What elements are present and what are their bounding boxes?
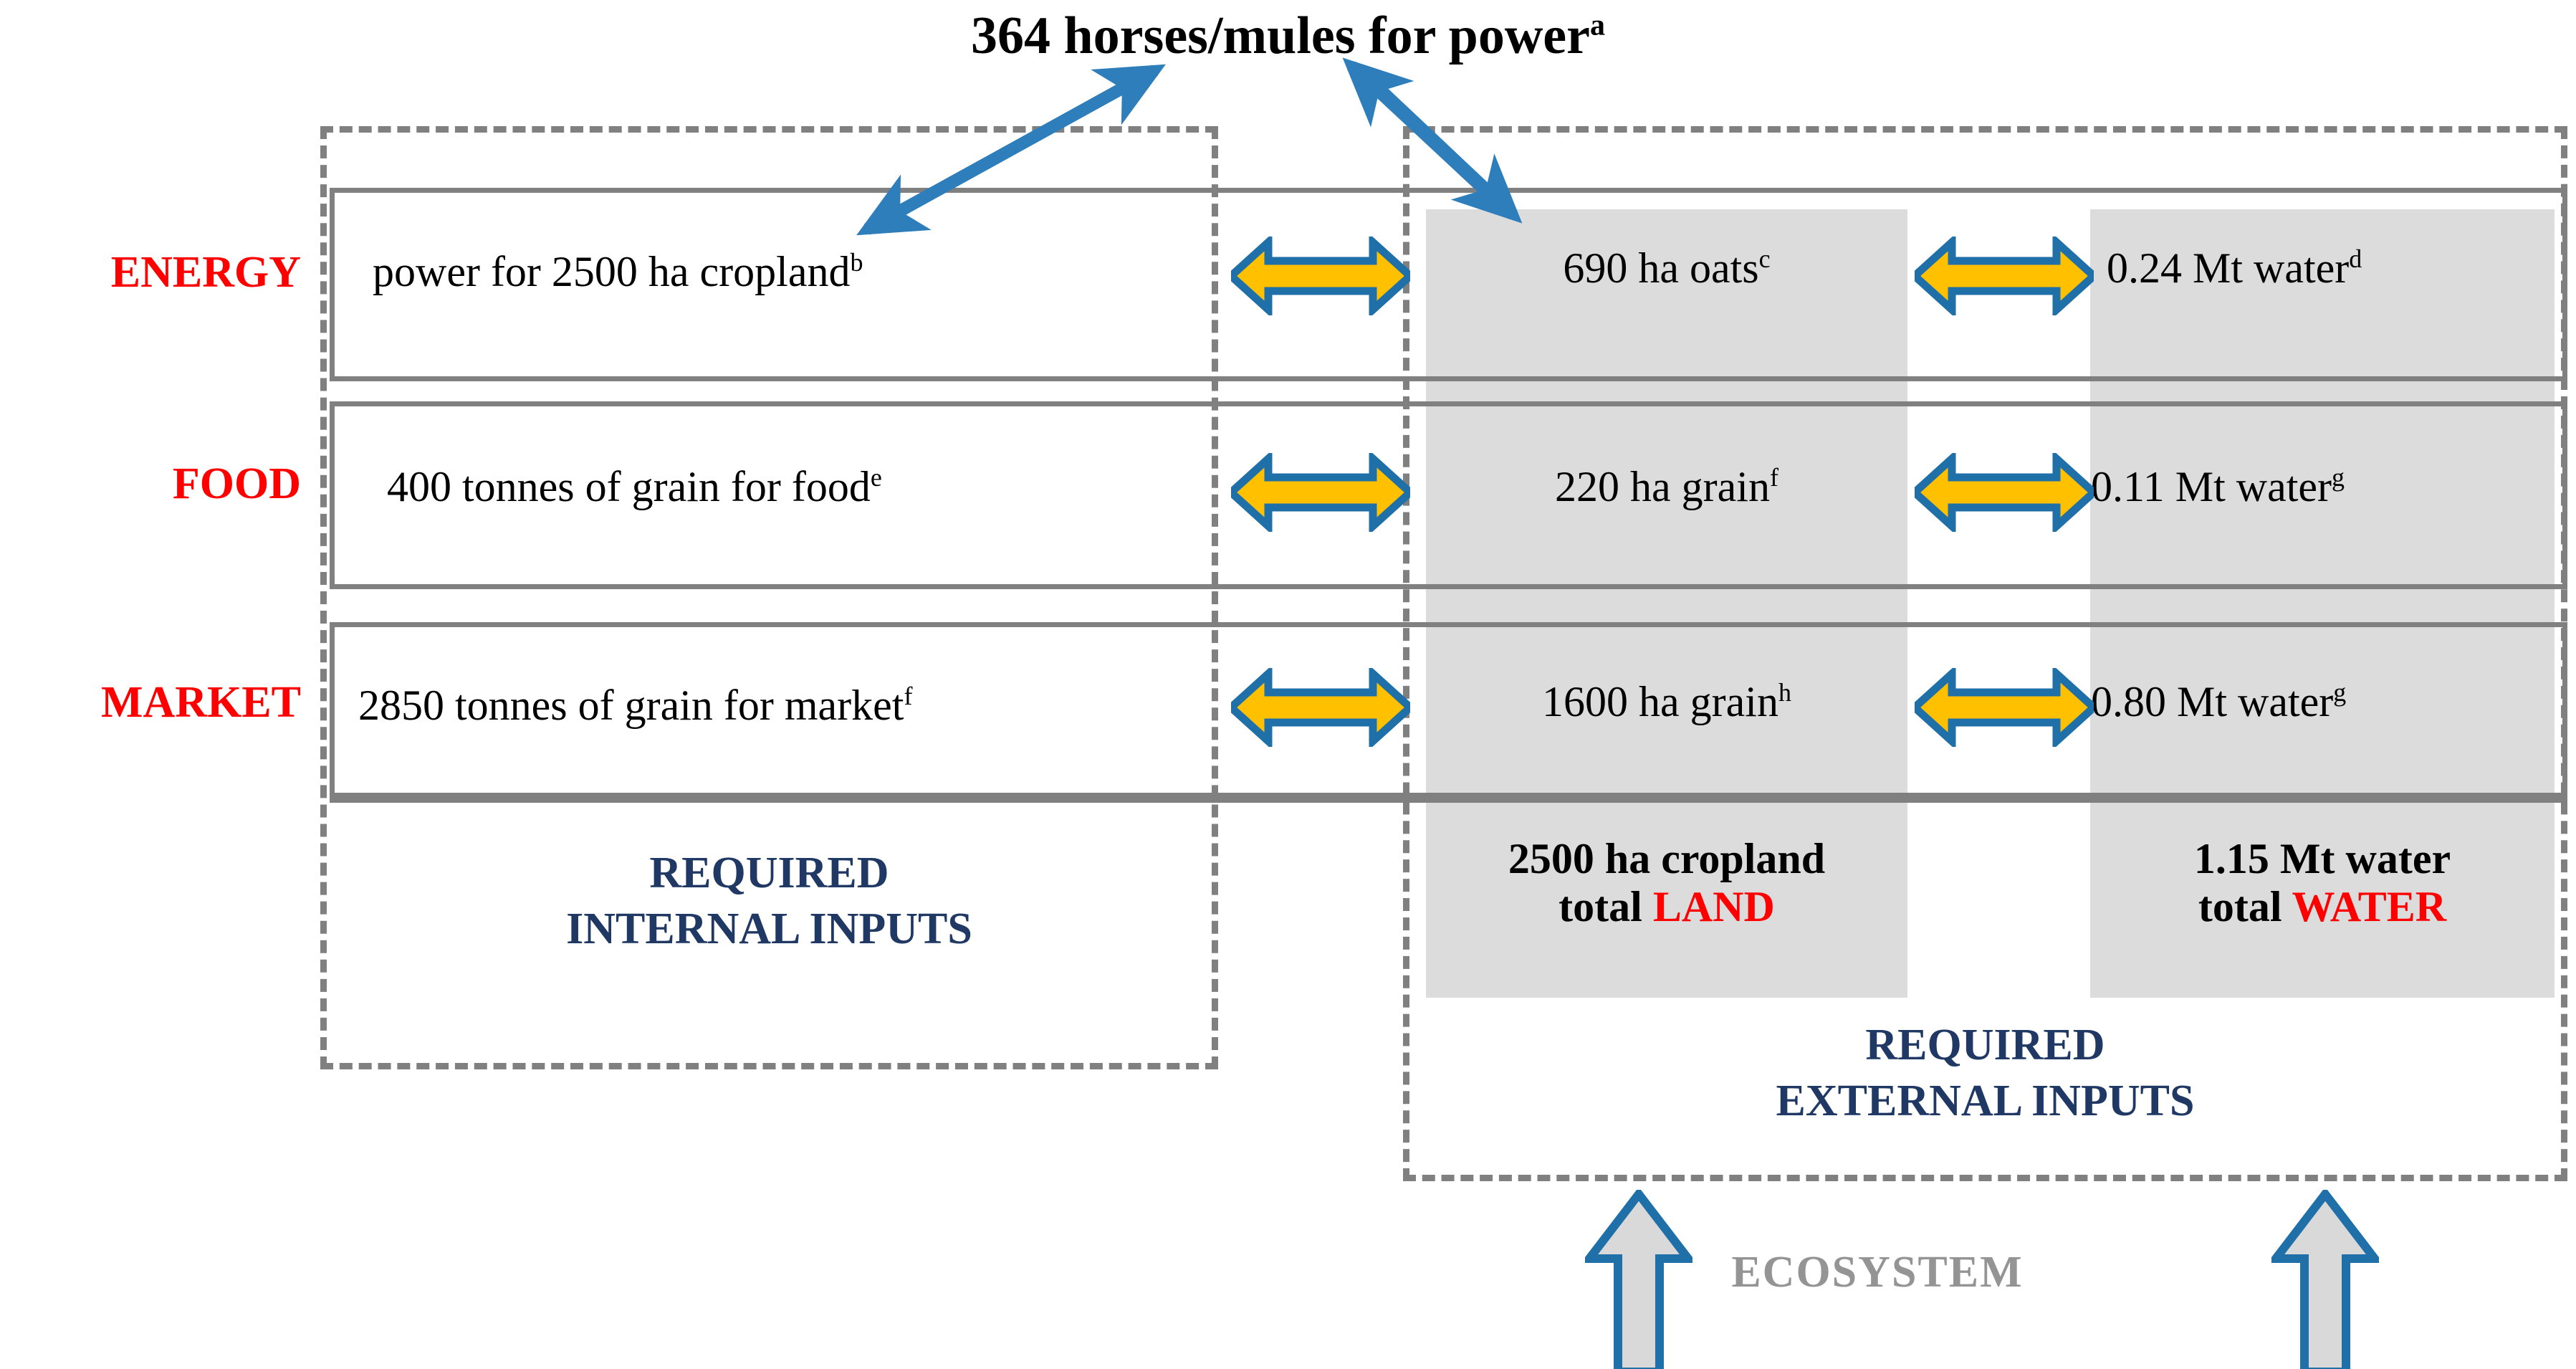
cell-food-water: 0.11 Mt waterg <box>2091 462 2345 512</box>
external-caption-line1: REQUIRED <box>1865 1021 2105 1069</box>
cell-energy-water-text: 0.24 Mt water <box>2107 244 2350 292</box>
cell-market-land-superscript: h <box>1778 678 1791 707</box>
cell-market-water-text: 0.80 Mt water <box>2091 678 2334 725</box>
cell-food-land: 220 ha grainf <box>1426 462 1907 512</box>
total-water-prefix: total <box>2198 883 2292 931</box>
cell-food-land-superscript: f <box>1769 463 1778 492</box>
internal-inputs-boundary <box>320 126 1218 1069</box>
cell-market-internal: 2850 tonnes of grain for marketf <box>358 681 912 730</box>
food-row-frame <box>330 401 2567 589</box>
cell-market-internal-superscript: f <box>904 682 913 710</box>
water-column-shading <box>2090 209 2555 998</box>
title-text: 364 horses/mules for power <box>971 6 1590 65</box>
total-land-label: total LAND <box>1426 883 1907 931</box>
cell-energy-internal-text: power for 2500 ha cropland <box>373 248 851 295</box>
external-caption-line2: EXTERNAL INPUTS <box>1776 1076 2195 1125</box>
total-land-cell: 2500 ha cropland total LAND <box>1426 835 1907 931</box>
cell-energy-land-superscript: c <box>1758 244 1771 273</box>
market-row-frame <box>330 622 2567 798</box>
cell-energy-internal-superscript: b <box>850 248 863 277</box>
double-headed-arrow-icon <box>1231 237 1410 315</box>
total-water-highlight: WATER <box>2292 883 2447 931</box>
land-column-shading <box>1426 209 1907 998</box>
cell-food-internal-text: 400 tonnes of grain for food <box>387 463 871 510</box>
totals-row-divider <box>330 798 2567 997</box>
double-headed-arrow-icon <box>1915 237 2094 315</box>
cell-market-internal-text: 2850 tonnes of grain for market <box>358 682 904 729</box>
up-arrow-icon <box>1585 1190 1692 1369</box>
row-label-market: MARKET <box>101 678 301 727</box>
cell-energy-land-text: 690 ha oats <box>1563 244 1759 292</box>
row-label-energy: ENERGY <box>110 248 301 297</box>
cell-food-internal-superscript: e <box>870 463 882 492</box>
page-title: 364 horses/mules for powera <box>0 6 2576 67</box>
cell-energy-internal: power for 2500 ha croplandb <box>373 247 863 297</box>
cell-market-water: 0.80 Mt waterg <box>2091 677 2346 727</box>
total-land-highlight: LAND <box>1652 883 1775 931</box>
cell-energy-water: 0.24 Mt waterd <box>2107 244 2362 293</box>
internal-caption-line2: INTERNAL INPUTS <box>566 904 972 953</box>
cell-energy-land: 690 ha oatsc <box>1426 244 1907 293</box>
total-water-label: total WATER <box>2090 883 2555 931</box>
cell-food-land-text: 220 ha grain <box>1555 463 1770 510</box>
ecosystem-label: ECOSYSTEM <box>1731 1248 2024 1297</box>
cell-energy-water-superscript: d <box>2349 244 2362 273</box>
total-land-prefix: total <box>1558 883 1653 931</box>
double-headed-arrow-icon <box>1231 668 1410 747</box>
double-headed-arrow-icon <box>1231 453 1410 532</box>
cell-food-water-text: 0.11 Mt water <box>2091 463 2332 510</box>
total-water-amount: 1.15 Mt water <box>2193 835 2451 882</box>
cell-food-water-superscript: g <box>2332 463 2345 492</box>
cell-market-land-text: 1600 ha grain <box>1542 678 1778 725</box>
cell-food-internal: 400 tonnes of grain for foode <box>387 462 882 512</box>
double-headed-arrow-icon <box>1915 453 2094 532</box>
double-headed-arrow-icon <box>1915 668 2094 747</box>
total-land-amount: 2500 ha cropland <box>1508 835 1826 882</box>
internal-caption-line1: REQUIRED <box>649 849 889 897</box>
internal-inputs-caption: REQUIRED INTERNAL INPUTS <box>320 846 1218 957</box>
title-superscript: a <box>1589 9 1605 42</box>
cell-market-land: 1600 ha grainh <box>1426 677 1907 727</box>
up-arrow-icon <box>2271 1190 2379 1369</box>
row-label-food: FOOD <box>172 459 301 508</box>
cell-market-water-superscript: g <box>2333 678 2347 707</box>
external-inputs-caption: REQUIRED EXTERNAL INPUTS <box>1403 1018 2567 1129</box>
total-water-cell: 1.15 Mt water total WATER <box>2090 835 2555 931</box>
